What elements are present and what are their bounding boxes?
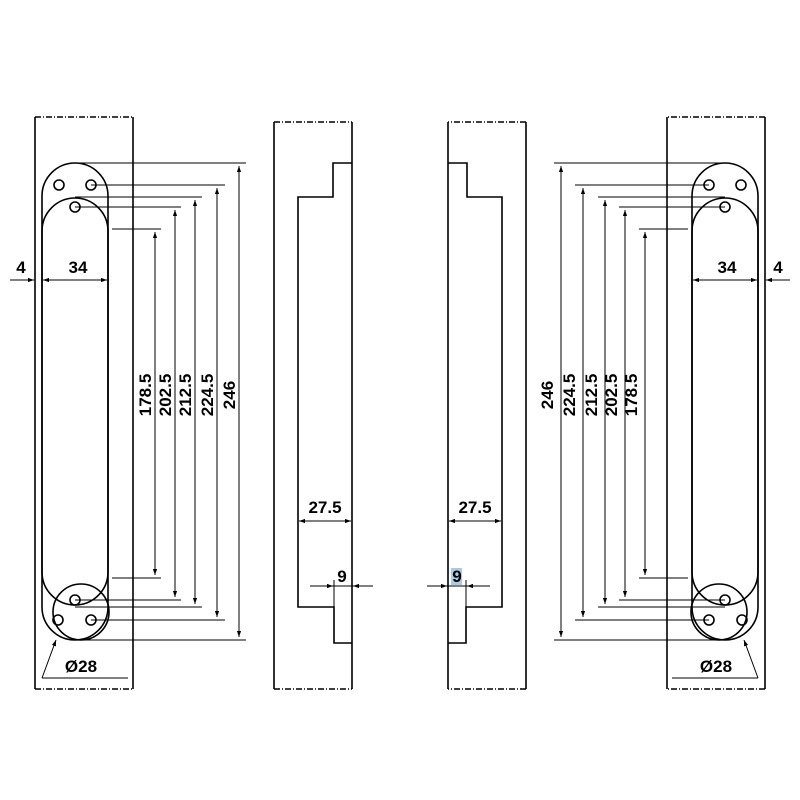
side-frame-edges <box>273 122 353 689</box>
step-dimension-line <box>310 580 373 607</box>
height-label-246-right: 246 <box>538 381 557 409</box>
diameter-label-right: Ø28 <box>700 657 732 676</box>
height-label-212-5-right: 212.5 <box>582 374 601 417</box>
offset-label: 4 <box>16 258 26 277</box>
front-view-left <box>10 116 246 690</box>
height-label-246: 246 <box>220 381 239 409</box>
height-label-202-5: 202.5 <box>156 374 175 417</box>
height-label-202-5-right: 202.5 <box>602 374 621 417</box>
hinge-plate-outline <box>41 162 109 606</box>
side-view-left <box>273 121 373 690</box>
screw-holes <box>52 179 97 626</box>
hinge-pocket-profile <box>297 162 352 644</box>
height-label-224-5: 224.5 <box>198 374 217 417</box>
width-label: 34 <box>69 258 88 277</box>
depth-label: 27.5 <box>308 498 341 517</box>
height-label-212-5: 212.5 <box>176 374 195 417</box>
side-break-lines <box>274 121 352 690</box>
depth-label-right: 27.5 <box>458 498 491 517</box>
step-label-right[interactable]: 9 <box>452 567 461 586</box>
offset-label-right: 4 <box>773 258 783 277</box>
frame-break-lines <box>35 116 133 690</box>
diameter-leader <box>41 639 128 679</box>
height-label-224-5-right: 224.5 <box>560 374 579 417</box>
height-label-178-5-right: 178.5 <box>622 374 641 417</box>
side-view-right <box>427 122 526 689</box>
text-selection-highlight <box>451 568 462 585</box>
width-label-right: 34 <box>718 258 737 277</box>
pivot-circle <box>52 583 110 641</box>
diameter-label: Ø28 <box>65 657 97 676</box>
height-dimension-lines <box>75 162 246 641</box>
step-label: 9 <box>337 567 346 586</box>
height-label-178-5: 178.5 <box>136 374 155 417</box>
door-frame-edges <box>34 117 134 689</box>
